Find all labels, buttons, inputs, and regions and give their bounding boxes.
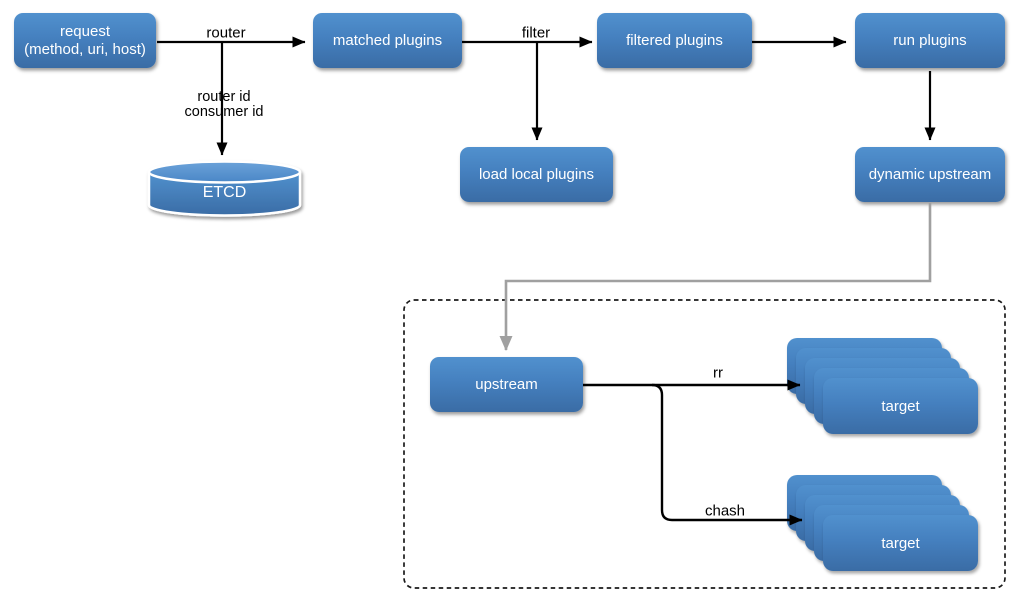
edge-label-router: router xyxy=(206,24,246,42)
edge-label-router-id: router id xyxy=(197,89,251,105)
node-upstream-label: upstream xyxy=(475,375,538,393)
edge-label-consumer-id: consumer id xyxy=(184,104,264,120)
node-target-rr-label: target xyxy=(881,397,920,415)
node-request: request (method, uri, host) xyxy=(14,13,156,68)
node-dynamic-upstream: dynamic upstream xyxy=(855,147,1005,202)
edge-label-chash: chash xyxy=(704,502,746,520)
node-filtered-plugins: filtered plugins xyxy=(597,13,752,68)
edge-label-filter: filter xyxy=(521,24,551,42)
node-load-local-plugins-label: load local plugins xyxy=(478,165,595,183)
node-request-label: request (method, uri, host) xyxy=(24,22,146,58)
node-target-rr: target xyxy=(823,378,978,434)
node-run-plugins-label: run plugins xyxy=(893,31,967,49)
node-target-chash: target xyxy=(823,515,978,571)
node-filtered-plugins-label: filtered plugins xyxy=(626,31,723,49)
node-matched-plugins: matched plugins xyxy=(313,13,462,68)
node-run-plugins: run plugins xyxy=(855,13,1005,68)
edge-label-rr: rr xyxy=(713,364,723,382)
node-load-local-plugins: load local plugins xyxy=(460,147,613,202)
node-target-chash-label: target xyxy=(881,534,920,552)
node-dynamic-upstream-label: dynamic upstream xyxy=(868,165,992,183)
arrow-upstream-chash-to-target xyxy=(651,383,803,526)
arrow-dynamic-to-upstream xyxy=(499,203,932,351)
node-upstream: upstream xyxy=(430,357,583,412)
node-etcd-label: ETCD xyxy=(202,184,247,201)
node-matched-plugins-label: matched plugins xyxy=(332,31,443,49)
edge-label-router-consumer-id: router id consumer id xyxy=(185,90,264,120)
